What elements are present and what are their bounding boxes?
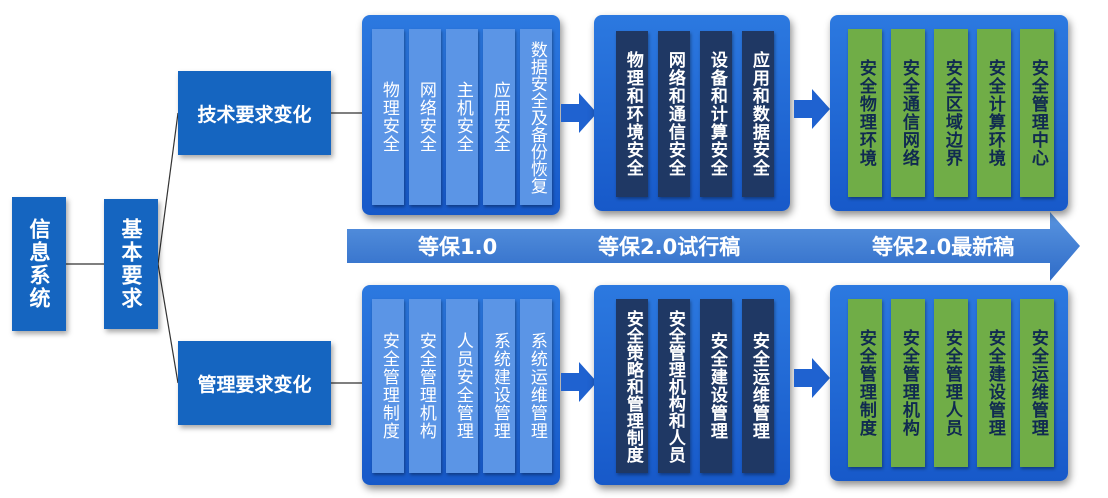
mgmt-stage1-item: 系统运维管理 bbox=[520, 299, 552, 473]
root-node-label: 信息系统 bbox=[27, 218, 51, 310]
tech-stage3-item: 安全通信网络 bbox=[891, 29, 925, 197]
tech-stage1-item: 网络安全 bbox=[409, 29, 441, 205]
mgmt-stage3-item-label: 安全建设管理 bbox=[984, 329, 1005, 437]
mgmt-stage3-item: 安全运维管理 bbox=[1020, 299, 1054, 467]
root-node: 信息系统 bbox=[12, 197, 66, 331]
mgmt-stage1-item: 人员安全管理 bbox=[446, 299, 478, 473]
mgmt-stage2-item-label: 安全运维管理 bbox=[748, 332, 769, 440]
mgmt-stage3-item-label: 安全管理人员 bbox=[941, 329, 962, 437]
mgmt-stage2-item-label: 安全策略和管理制度 bbox=[622, 309, 643, 463]
tech-stage2-item: 网络和通信安全 bbox=[658, 31, 690, 197]
tech-arrow-2 bbox=[794, 89, 830, 129]
mgmt-stage3-item-label: 安全管理机构 bbox=[898, 329, 919, 437]
tech-stage3-item-label: 安全通信网络 bbox=[898, 59, 919, 167]
tech-stage2-item: 设备和计算安全 bbox=[700, 31, 732, 197]
tech-stage3-item: 安全计算环境 bbox=[977, 29, 1011, 197]
mgmt-stage2-item-label: 安全建设管理 bbox=[706, 332, 727, 440]
mgmt-stage1-item-label: 系统建设管理 bbox=[489, 332, 510, 440]
tech-stage1-item-label: 主机安全 bbox=[452, 81, 473, 153]
mgmt-stage3-item: 安全管理机构 bbox=[891, 299, 925, 467]
mgmt-panel-stage2: 安全策略和管理制度 安全管理机构和人员 安全建设管理 安全运维管理 bbox=[594, 285, 790, 485]
tech-stage3-item: 安全区域边界 bbox=[934, 29, 968, 197]
mgmt-stage1-item: 安全管理制度 bbox=[372, 299, 404, 473]
tech-stage3-item: 安全物理环境 bbox=[848, 29, 882, 197]
mgmt-stage2-item-label: 安全管理机构和人员 bbox=[664, 309, 685, 463]
tech-stage3-item-label: 安全计算环境 bbox=[984, 59, 1005, 167]
tech-branch-node: 技术要求变化 bbox=[178, 71, 331, 155]
mgmt-panel-stage1: 安全管理制度 安全管理机构 人员安全管理 系统建设管理 系统运维管理 bbox=[362, 285, 560, 485]
mgmt-stage1-item-label: 安全管理制度 bbox=[378, 332, 399, 440]
tech-stage2-item-label: 物理和环境安全 bbox=[622, 51, 643, 177]
mgmt-stage3-item-label: 安全管理制度 bbox=[855, 329, 876, 437]
tech-stage1-item-label: 网络安全 bbox=[415, 81, 436, 153]
timeline-label-stage1: 等保1.0 bbox=[418, 235, 498, 259]
tech-panel-stage1: 物理安全 网络安全 主机安全 应用安全 数据安全及备份恢复 bbox=[362, 15, 560, 215]
timeline-label-stage2: 等保2.0试行稿 bbox=[598, 235, 741, 259]
tech-stage2-item-label: 应用和数据安全 bbox=[748, 51, 769, 177]
mgmt-stage3-item: 安全管理人员 bbox=[934, 299, 968, 467]
tech-stage2-item: 物理和环境安全 bbox=[616, 31, 648, 197]
basic-requirements-label: 基本要求 bbox=[119, 218, 143, 310]
tech-panel-stage2: 物理和环境安全 网络和通信安全 设备和计算安全 应用和数据安全 bbox=[594, 15, 790, 211]
mgmt-stage2-item: 安全管理机构和人员 bbox=[658, 299, 690, 473]
mgmt-arrow-1 bbox=[561, 362, 597, 402]
tech-stage2-item-label: 网络和通信安全 bbox=[664, 51, 685, 177]
tech-stage2-item: 应用和数据安全 bbox=[742, 31, 774, 197]
tech-stage1-item-label: 物理安全 bbox=[378, 81, 399, 153]
tech-arrow-1 bbox=[561, 93, 597, 133]
tech-stage3-item-label: 安全管理中心 bbox=[1027, 59, 1048, 167]
basic-requirements-node: 基本要求 bbox=[104, 199, 158, 329]
mgmt-stage1-item-label: 人员安全管理 bbox=[452, 332, 473, 440]
tech-stage3-item-label: 安全区域边界 bbox=[941, 59, 962, 167]
tech-stage1-item: 数据安全及备份恢复 bbox=[520, 29, 552, 205]
tech-stage3-item-label: 安全物理环境 bbox=[855, 59, 876, 167]
tech-panel-stage3: 安全物理环境 安全通信网络 安全区域边界 安全计算环境 安全管理中心 bbox=[830, 15, 1068, 211]
mgmt-arrow-2 bbox=[794, 358, 830, 398]
mgmt-branch-node: 管理要求变化 bbox=[178, 341, 331, 425]
mgmt-stage1-item: 系统建设管理 bbox=[483, 299, 515, 473]
mgmt-stage2-item: 安全策略和管理制度 bbox=[616, 299, 648, 473]
mgmt-branch-label: 管理要求变化 bbox=[197, 373, 312, 396]
timeline-label-stage3: 等保2.0最新稿 bbox=[872, 235, 1015, 259]
tech-stage2-item-label: 设备和计算安全 bbox=[706, 51, 727, 177]
tech-stage1-item: 应用安全 bbox=[483, 29, 515, 205]
tech-stage1-item-label: 数据安全及备份恢复 bbox=[526, 40, 547, 194]
mgmt-stage3-item: 安全管理制度 bbox=[848, 299, 882, 467]
mgmt-stage2-item: 安全建设管理 bbox=[700, 299, 732, 473]
mgmt-stage3-item: 安全建设管理 bbox=[977, 299, 1011, 467]
tech-stage1-item: 物理安全 bbox=[372, 29, 404, 205]
mgmt-stage1-item-label: 安全管理机构 bbox=[415, 332, 436, 440]
mgmt-stage3-item-label: 安全运维管理 bbox=[1027, 329, 1048, 437]
mgmt-stage1-item-label: 系统运维管理 bbox=[526, 332, 547, 440]
mgmt-stage1-item: 安全管理机构 bbox=[409, 299, 441, 473]
mgmt-panel-stage3: 安全管理制度 安全管理机构 安全管理人员 安全建设管理 安全运维管理 bbox=[830, 285, 1068, 481]
mgmt-stage2-item: 安全运维管理 bbox=[742, 299, 774, 473]
tech-stage1-item-label: 应用安全 bbox=[489, 81, 510, 153]
tech-stage1-item: 主机安全 bbox=[446, 29, 478, 205]
tech-branch-label: 技术要求变化 bbox=[197, 103, 312, 126]
tech-stage3-item: 安全管理中心 bbox=[1020, 29, 1054, 197]
